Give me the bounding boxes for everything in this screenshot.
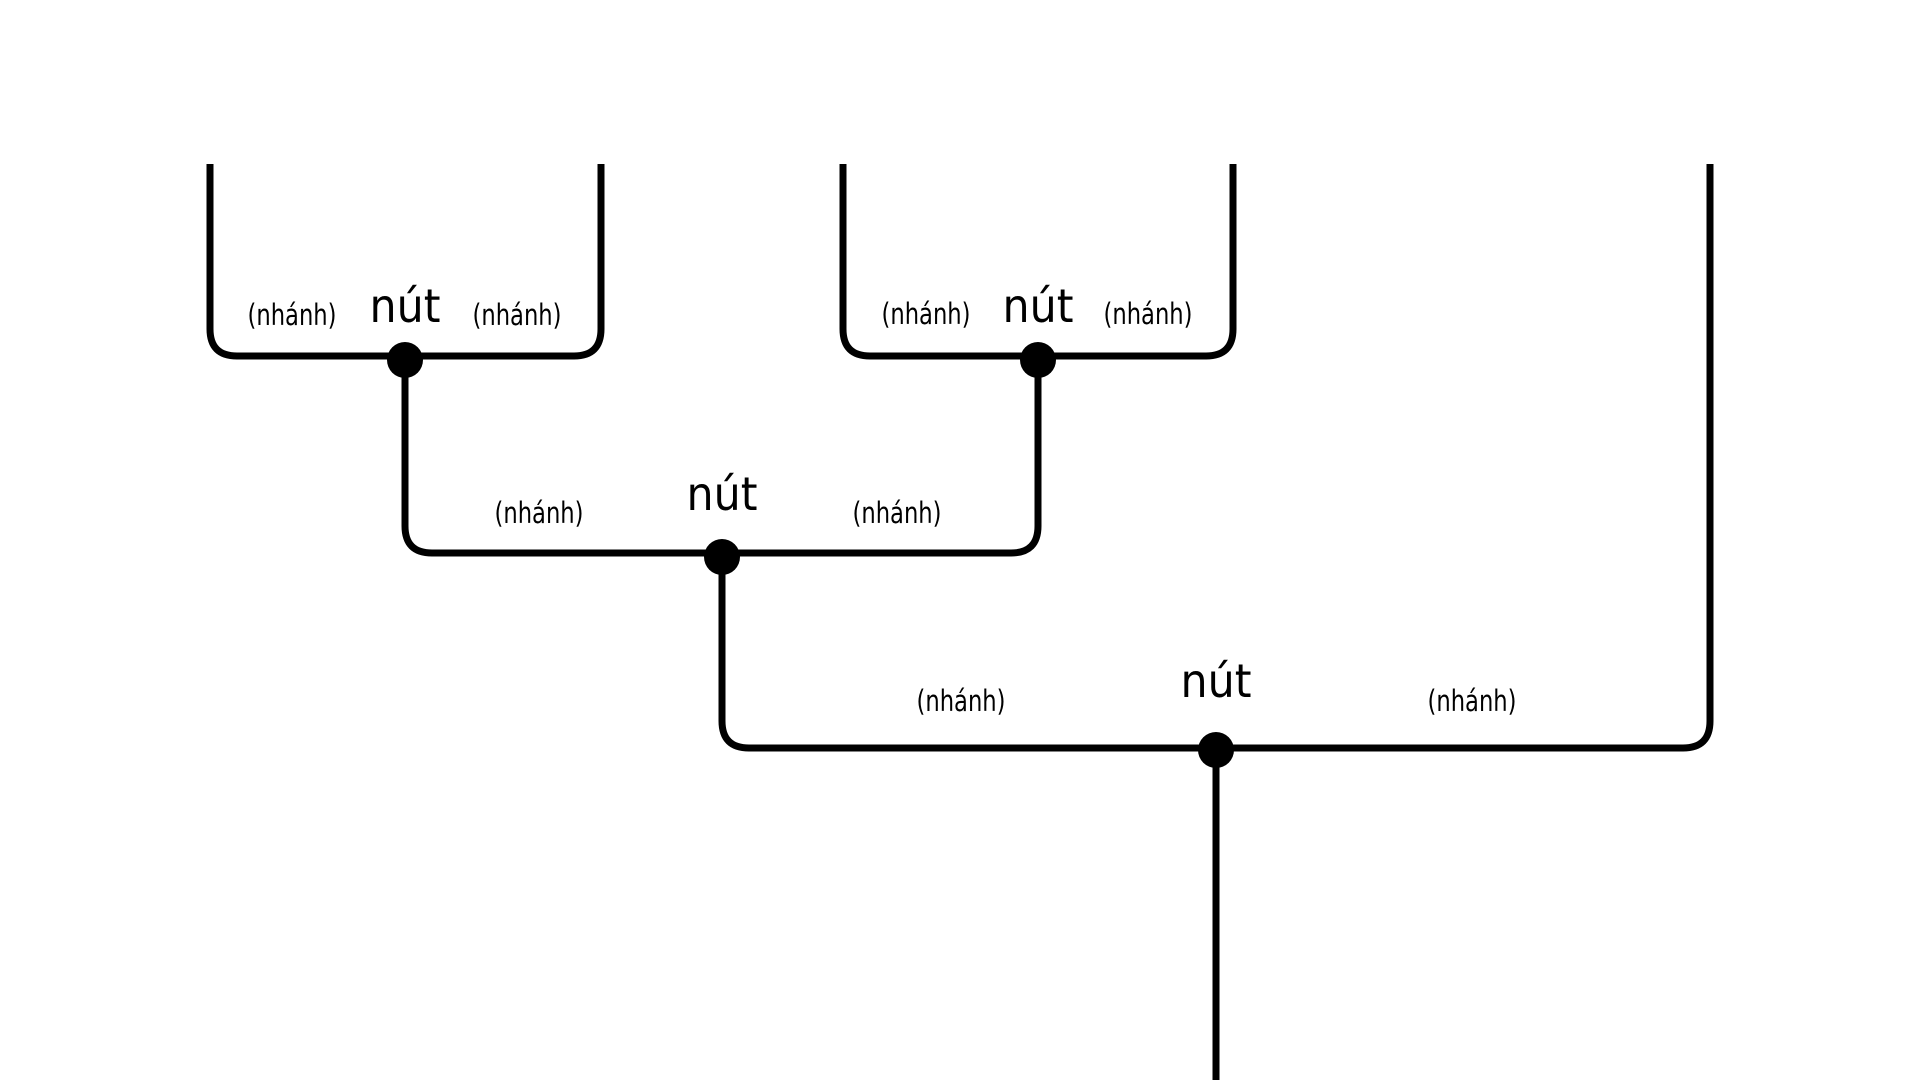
branch-label: (nhánh) (1104, 297, 1193, 331)
branch-label: (nhánh) (917, 684, 1006, 718)
node-dot-inner (704, 539, 740, 575)
node-label: nút (1181, 654, 1252, 708)
labels: nút (nhánh) (nhánh) nút (nhánh) (nhánh) … (248, 279, 1517, 718)
node-label: nút (370, 279, 441, 333)
branch-label: (nhánh) (882, 297, 971, 331)
node-dots (387, 342, 1234, 768)
branch-label: (nhánh) (495, 496, 584, 530)
node-dot-leaf-middle (1020, 342, 1056, 378)
node-dot-leaf-left (387, 342, 423, 378)
node-label: nút (1003, 279, 1074, 333)
node-label: nút (687, 467, 758, 521)
branch-label: (nhánh) (1428, 684, 1517, 718)
branch-label: (nhánh) (473, 298, 562, 332)
node-dot-root (1198, 732, 1234, 768)
branch-label: (nhánh) (853, 496, 942, 530)
branch-label: (nhánh) (248, 298, 337, 332)
